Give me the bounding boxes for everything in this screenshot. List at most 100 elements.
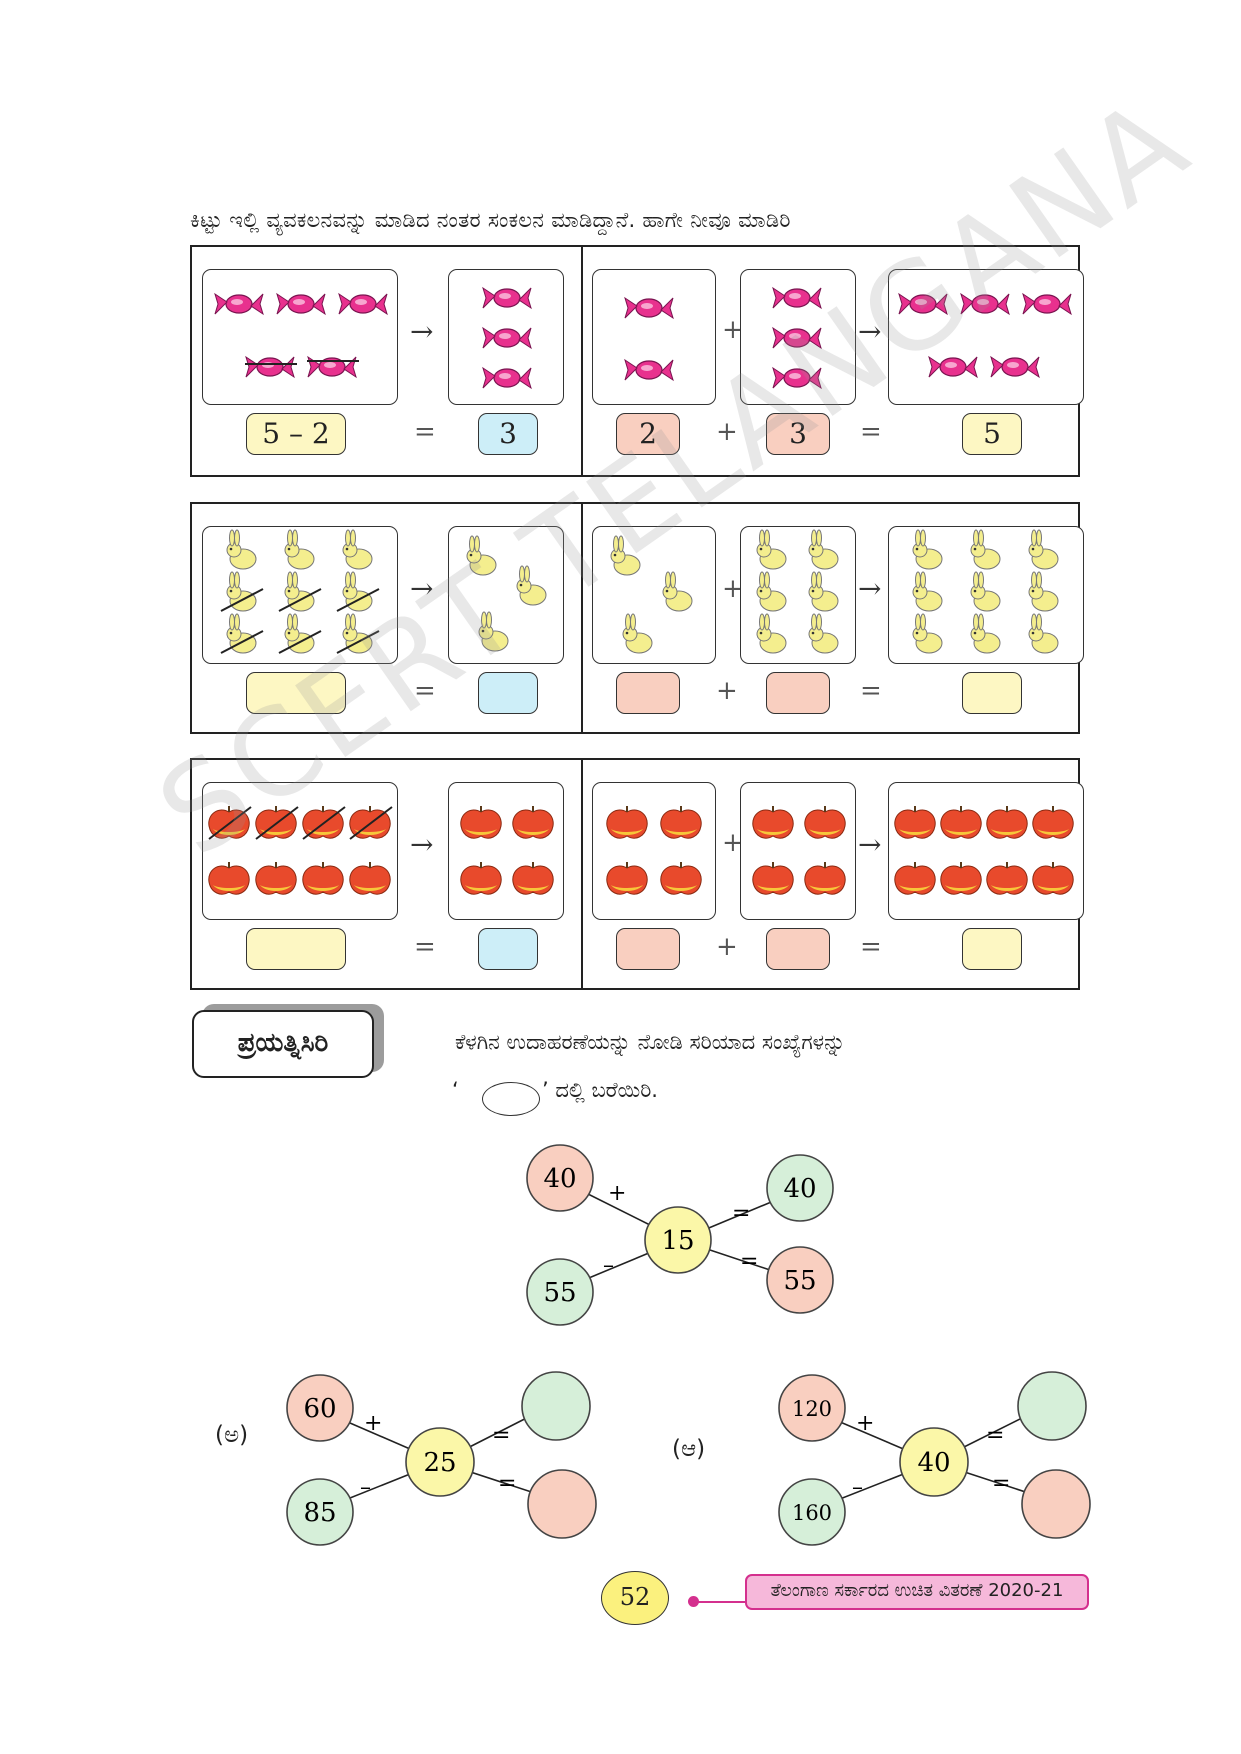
remaining-picture	[448, 526, 564, 664]
addend-b-box[interactable]	[766, 928, 830, 970]
equals-symbol: =	[860, 676, 882, 706]
apple-icon	[804, 861, 846, 895]
first-number-circle	[778, 1374, 846, 1442]
candy-icon	[482, 367, 532, 389]
example-number-diagram: + – = = 40 55 15 40 55	[526, 1144, 834, 1326]
apple-icon	[752, 805, 794, 839]
instruction-text: ಕಿಟ್ಟು ಇಲ್ಲಿ ವ್ಯವಕಲನವನ್ನು ಮಾಡಿದ ನಂತರ ಸಂಕ…	[190, 208, 791, 232]
plus-symbol: +	[722, 828, 744, 858]
op-equals: =	[498, 1471, 516, 1496]
difference-box[interactable]: 3	[478, 413, 538, 455]
first-number: 60	[303, 1394, 336, 1424]
apple-icon	[349, 861, 391, 895]
subtraction-box[interactable]	[246, 928, 346, 970]
addend-b-picture	[740, 269, 856, 405]
footer-line	[695, 1601, 747, 1603]
sum-answer-circle[interactable]	[521, 1371, 591, 1441]
addend-a-box[interactable]: 2	[616, 413, 680, 455]
task-quote-open: ‘	[452, 1078, 459, 1102]
rabbit-icon	[808, 529, 839, 570]
row-divider	[581, 247, 583, 475]
remaining-picture	[448, 269, 564, 405]
apple-icon	[606, 805, 648, 839]
addend-a-box[interactable]	[616, 928, 680, 970]
apple-icon	[986, 805, 1028, 839]
remaining-picture	[448, 782, 564, 920]
apple-icon	[894, 861, 936, 895]
rabbit-icon	[912, 571, 943, 612]
footer-dot	[688, 1596, 699, 1607]
candy-icon	[482, 287, 532, 309]
rabbit-icon	[342, 529, 373, 570]
start-picture	[202, 269, 398, 405]
rabbit-icon	[970, 613, 1001, 654]
rabbit-icon	[912, 613, 943, 654]
plus-symbol: +	[722, 574, 744, 604]
apple-icon	[940, 805, 982, 839]
apple-icon	[660, 861, 702, 895]
center-number: 40	[917, 1448, 950, 1478]
rabbit-icon	[756, 571, 787, 612]
candy-icon	[338, 293, 388, 315]
apple-icon	[460, 861, 502, 895]
addend-a-picture	[592, 526, 716, 664]
second-number: 55	[543, 1278, 576, 1308]
candy-icon	[214, 293, 264, 315]
center-number-circle	[899, 1427, 969, 1497]
arrow-symbol: →	[410, 572, 434, 605]
rabbit-icon	[808, 571, 839, 612]
addend-a-picture	[592, 269, 716, 405]
exercise-row-apples: → = + →	[190, 758, 1084, 990]
problem-a-diagram: + – = = 60 85 25	[286, 1371, 597, 1546]
apple-icon	[460, 805, 502, 839]
second-number-circle	[778, 1478, 846, 1546]
op-equals: =	[986, 1423, 1004, 1448]
rabbit-icon	[970, 529, 1001, 570]
difference-answer-circle[interactable]	[1021, 1469, 1091, 1539]
addend-b-box[interactable]	[766, 672, 830, 714]
sum-picture	[888, 269, 1084, 405]
arrow-symbol: →	[858, 315, 882, 348]
addend-a-picture	[592, 782, 716, 920]
sum-box[interactable]	[962, 672, 1022, 714]
op-equals: =	[492, 1423, 510, 1448]
cross-out-mark	[302, 806, 346, 840]
apple-icon	[255, 861, 297, 895]
sum-box[interactable]: 5	[962, 413, 1022, 455]
op-plus: +	[856, 1411, 874, 1436]
cross-out-mark	[336, 588, 380, 612]
sum-picture	[888, 526, 1084, 664]
apple-icon	[752, 861, 794, 895]
subtraction-box[interactable]: 5 – 2	[246, 413, 346, 455]
rabbit-icon	[1028, 529, 1059, 570]
difference-answer-circle[interactable]	[527, 1469, 597, 1539]
sum-answer-circle[interactable]	[1017, 1371, 1087, 1441]
arrow-symbol: →	[410, 828, 434, 861]
plus-symbol: +	[716, 417, 738, 447]
equals-symbol: =	[860, 417, 882, 447]
rabbit-icon	[756, 529, 787, 570]
sum-box[interactable]	[962, 928, 1022, 970]
candy-icon	[624, 297, 674, 319]
second-number-circle	[526, 1258, 594, 1326]
addend-b-box[interactable]: 3	[766, 413, 830, 455]
rabbit-icon	[808, 613, 839, 654]
rabbit-icon	[1028, 613, 1059, 654]
sum-number: 40	[783, 1174, 816, 1204]
second-number: 85	[303, 1498, 336, 1528]
candy-icon	[624, 359, 674, 381]
page-number: 52	[601, 1571, 669, 1625]
difference-box[interactable]	[478, 672, 538, 714]
exercise-row-candies: → 5 – 2 = 3 + → 2 + 3 =	[190, 245, 1084, 477]
center-number: 25	[423, 1448, 456, 1478]
cross-out-mark	[208, 806, 252, 840]
difference-box[interactable]	[478, 928, 538, 970]
center-number: 15	[661, 1226, 694, 1256]
apple-icon	[606, 861, 648, 895]
addend-b-picture	[740, 526, 856, 664]
first-number-circle	[286, 1374, 354, 1442]
plus-symbol: +	[722, 315, 744, 345]
subtraction-box[interactable]	[246, 672, 346, 714]
addend-a-box[interactable]	[616, 672, 680, 714]
first-number-circle	[526, 1144, 594, 1212]
